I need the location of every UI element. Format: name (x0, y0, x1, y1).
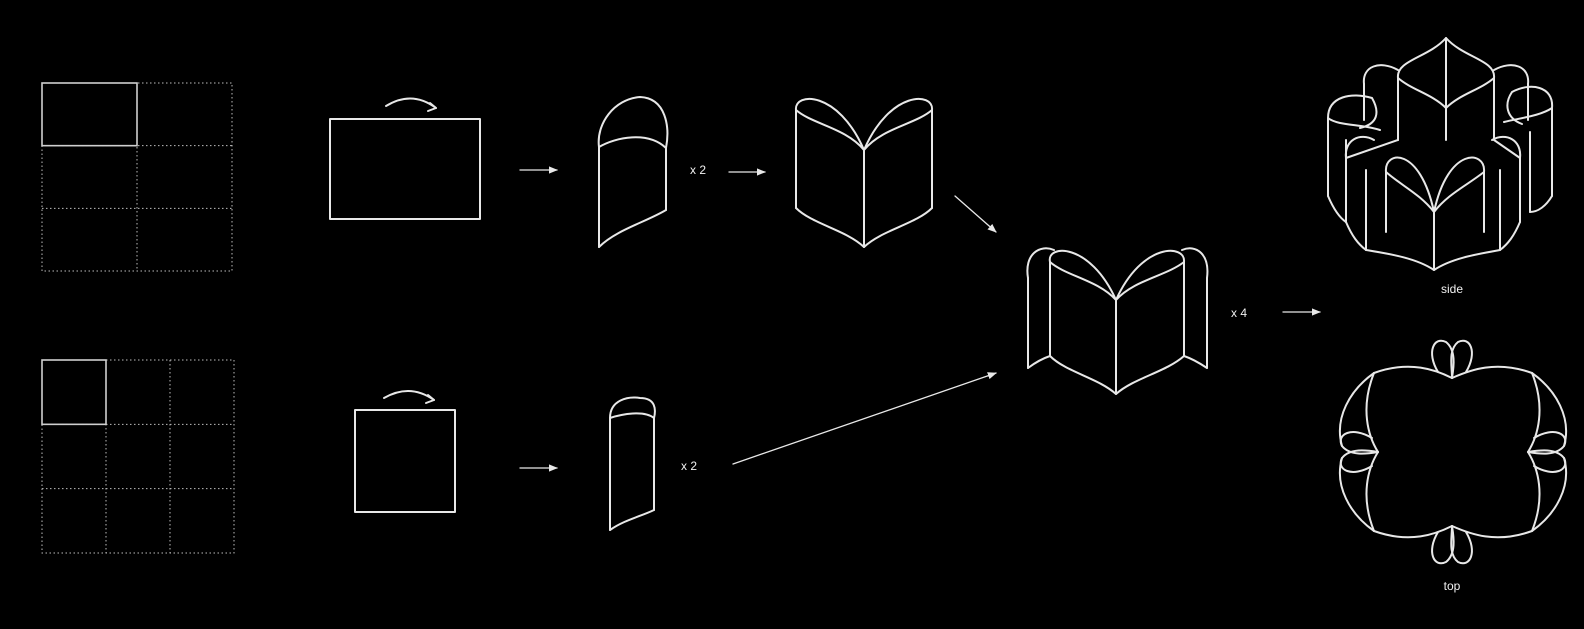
short-tube (609, 396, 656, 531)
final-structure-side-view (1327, 37, 1554, 271)
view-label-side: side (1441, 282, 1463, 296)
paired-tubes (794, 98, 934, 248)
multiplier-label: x 2 (681, 459, 697, 473)
grid-border (41, 82, 233, 272)
final-structure-top-view (1338, 339, 1568, 565)
arrow-pair-to-unit (954, 195, 997, 233)
curl-arrow-icon (385, 97, 437, 109)
grid-border (41, 359, 235, 554)
assembled-unit (1026, 247, 1209, 395)
selected-cell (41, 82, 138, 147)
view-label-top: top (1444, 579, 1461, 593)
multiplier-label: x 2 (690, 163, 706, 177)
tall-tube (597, 96, 669, 248)
paper-grid-3x3 (41, 359, 235, 554)
multiplier-label: x 4 (1231, 306, 1247, 320)
curl-arrow-icon (383, 390, 435, 401)
selected-cell (41, 359, 107, 426)
arrow-tube-to-unit (732, 372, 997, 465)
rectangle-sheet (329, 97, 481, 220)
paper-grid-2x3 (41, 82, 233, 272)
square-sheet (354, 390, 456, 513)
